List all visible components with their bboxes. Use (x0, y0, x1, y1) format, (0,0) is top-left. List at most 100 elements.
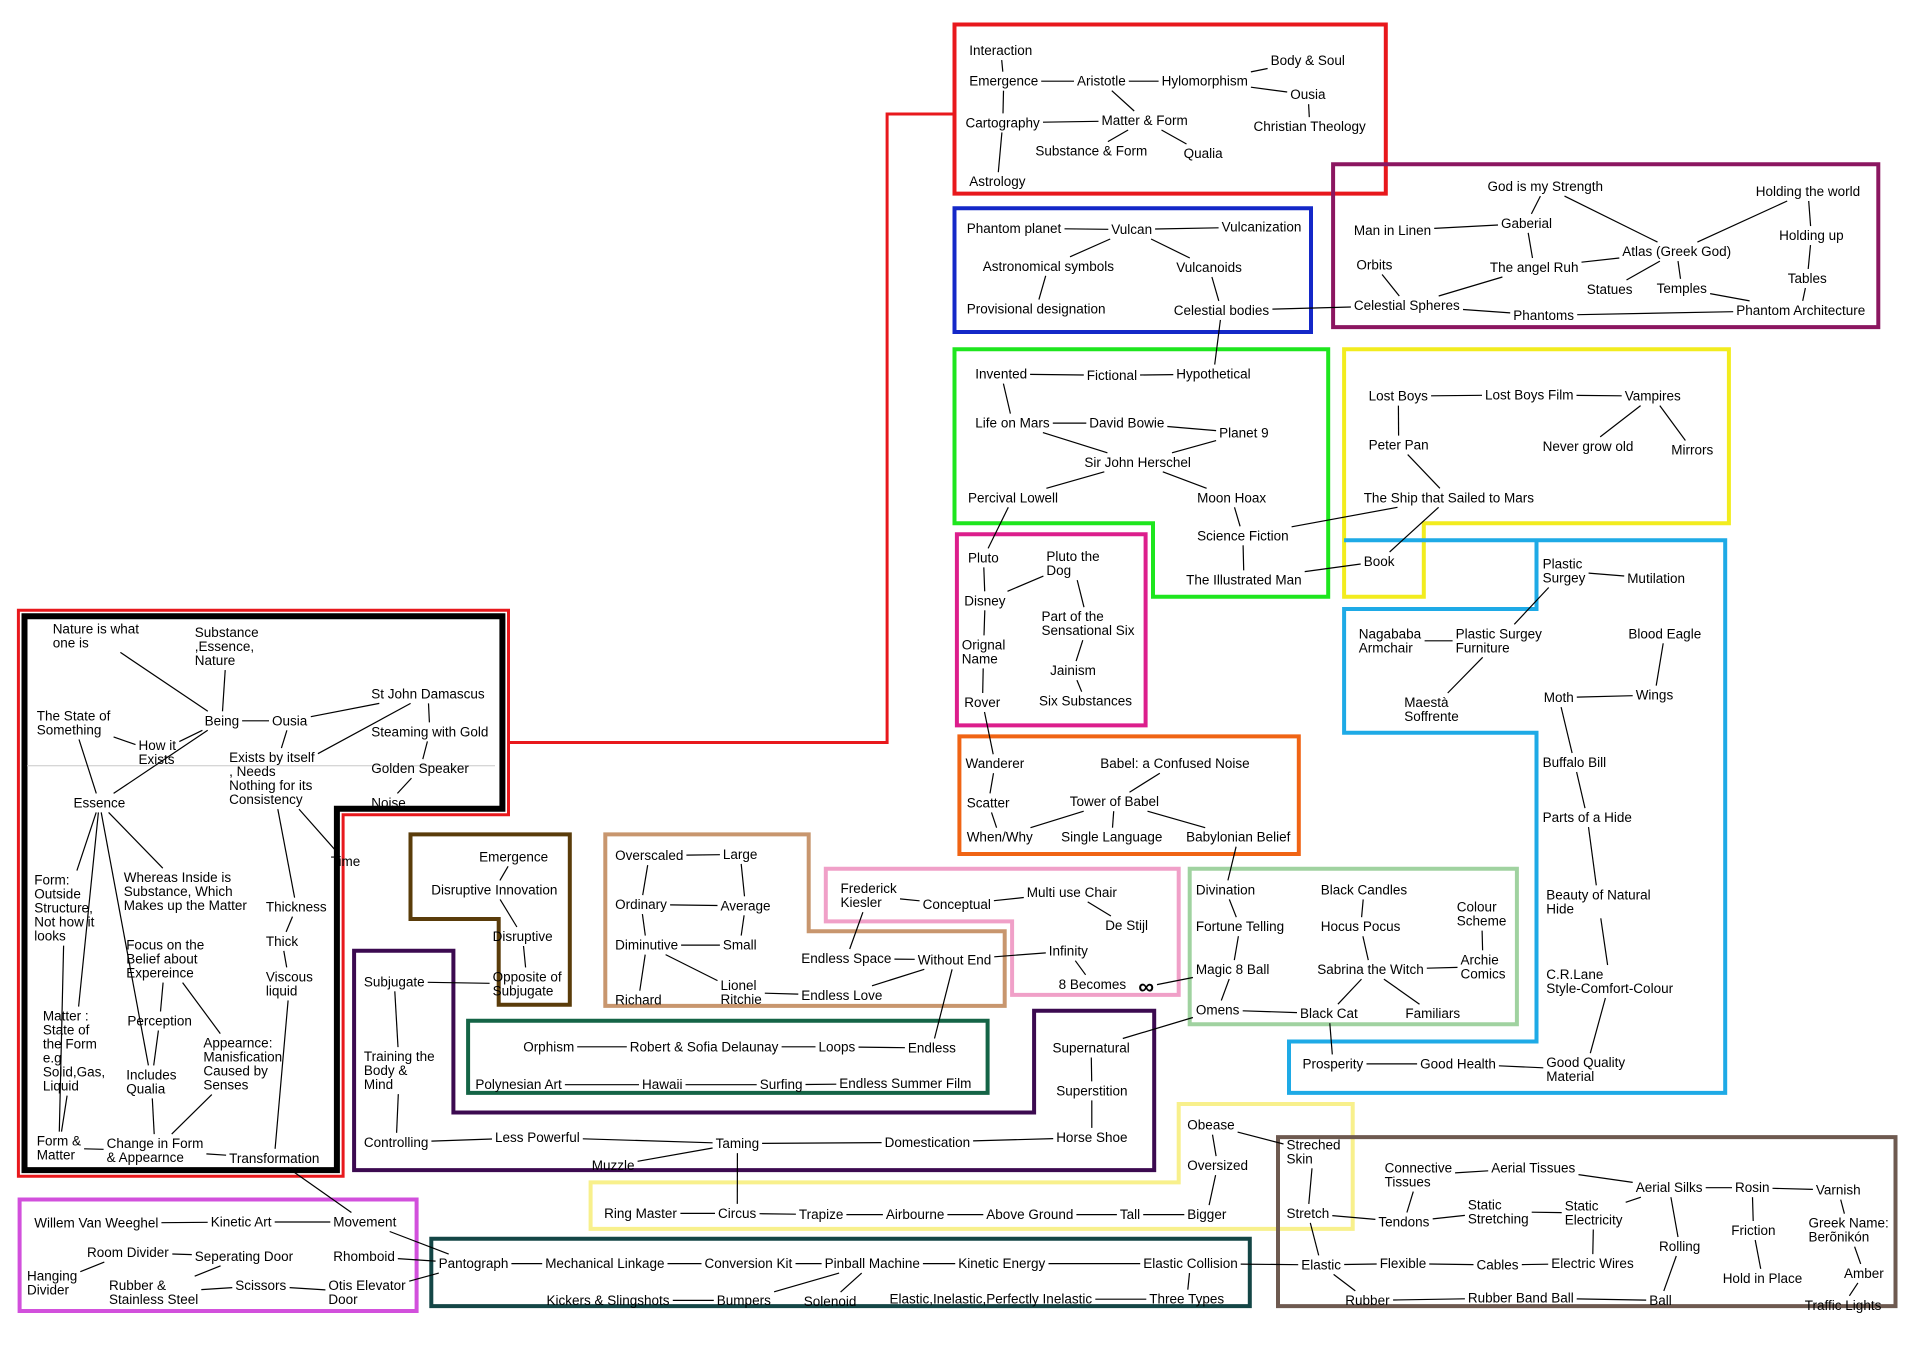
node-line: Exists (139, 752, 175, 767)
node-line: God is my Strength (1488, 179, 1604, 194)
node-rover: Rover (964, 695, 1001, 710)
node-line: ,Essence, (195, 639, 254, 654)
node-line: Diminutive (615, 938, 678, 953)
edge-david-bowie-to-planet-9 (1167, 425, 1217, 432)
edge-taming-to-domestication (762, 1141, 882, 1145)
node-line: Taming (716, 1136, 760, 1151)
node-familiars: Familiars (1405, 1006, 1460, 1021)
node-line: Plastic (1543, 557, 1583, 572)
group-box-skyblue (1287, 538, 1728, 1095)
node-noise: Noise (371, 795, 406, 810)
node-vulcanoids: Vulcanoids (1176, 260, 1242, 275)
edge-greek-name-to-amber (1854, 1246, 1862, 1265)
edge-three-types-to-elastic-collision (1187, 1273, 1191, 1290)
edge-lost-boys-to-lost-boys-film (1431, 394, 1483, 397)
node-temples: Temples (1657, 281, 1708, 296)
node-line: Kiesler (841, 895, 883, 910)
edge-magic-8-to-infinity-symbol (1156, 976, 1194, 986)
edge-focus-belief-to-perception (159, 982, 164, 1012)
node-eight-becomes: 8 Becomes (1059, 977, 1127, 992)
node-supernatural: Supernatural (1053, 1041, 1130, 1056)
node-line: Substance, Which (124, 884, 233, 899)
node-line: Skin (1287, 1151, 1313, 1166)
node-christian-theology: Christian Theology (1254, 119, 1367, 134)
node-line: Rolling (1659, 1239, 1700, 1254)
node-diminutive: Diminutive (615, 938, 678, 953)
node-line: Airbourne (886, 1207, 945, 1222)
node-tendons: Tendons (1378, 1215, 1429, 1230)
node-line: Frederick (841, 881, 898, 896)
node-large: Large (723, 847, 758, 862)
edge-elastic-to-rubber (1333, 1273, 1356, 1292)
edge-scatter-to-when-why (990, 812, 998, 828)
node-fictional: Fictional (1087, 368, 1137, 383)
node-line: Surgey (1543, 571, 1586, 586)
node-obease: Obease (1187, 1118, 1234, 1133)
node-line: Archie (1461, 952, 1499, 967)
node-line: Scatter (967, 795, 1010, 810)
node-line: Bumpers (717, 1293, 771, 1308)
node-line: Emergence (969, 74, 1038, 89)
node-line: Black Cat (1300, 1006, 1358, 1021)
node-line: Richard (615, 993, 662, 1008)
node-orphism: Orphism (523, 1039, 574, 1054)
edge-part-six-to-jainism (1075, 640, 1084, 662)
edge-essence-to-includes-qualia (100, 812, 149, 1066)
node-rolling: Rolling (1659, 1239, 1700, 1254)
edge-atlas-to-holding-world (1697, 200, 1788, 243)
edge-fortune-telling-to-magic-8 (1233, 936, 1239, 961)
node-line: Vulcanization (1222, 220, 1302, 235)
edge-essence-to-matter-state (78, 812, 99, 1007)
edge-cartography-to-astrology (997, 132, 1003, 173)
node-line: Ball (1649, 1293, 1672, 1308)
node-line: Six Substances (1039, 694, 1132, 709)
node-line: Manisfication (203, 1050, 282, 1065)
node-never-grow-old: Never grow old (1543, 439, 1634, 454)
node-cables: Cables (1477, 1257, 1519, 1272)
node-line: Mirrors (1671, 443, 1713, 458)
node-magic-8: Magic 8 Ball (1196, 962, 1270, 977)
node-line: Vulcanoids (1176, 260, 1242, 275)
node-room-divider: Room Divider (87, 1245, 169, 1260)
node-line: Conceptual (923, 897, 991, 912)
edge-science-fiction-to-ship-mars (1291, 506, 1398, 528)
edge-gaberial-to-man-linen (1434, 224, 1499, 229)
node-line: Mechanical Linkage (545, 1256, 664, 1271)
node-rosin: Rosin (1735, 1180, 1770, 1195)
node-line: Hypothetical (1176, 367, 1250, 382)
node-line: Style-Comfort-Colour (1546, 981, 1673, 996)
group-box-lightgreen (1187, 866, 1519, 1027)
node-line: Life on Mars (975, 416, 1050, 431)
edge-essence-to-form-outside (76, 812, 97, 871)
node-tower-babel: Tower of Babel (1070, 794, 1159, 809)
edge-endless-love-to-without-end (871, 968, 925, 987)
edge-disruptive-to-opposite-subjugate (522, 945, 527, 968)
edge-domestication-to-horse-shoe (973, 1138, 1054, 1142)
node-thick: Thick (266, 934, 299, 949)
node-change-form: Change in Form& Appearnce (107, 1136, 204, 1165)
node-line: Ritchie (721, 992, 762, 1007)
edge-holding-up-to-tables (1807, 245, 1812, 270)
node-infinity-symbol: ∞ (1138, 974, 1154, 999)
node-line: Belief about (126, 952, 198, 967)
node-greek-name: Greek Name:Berõnikón (1809, 1216, 1889, 1245)
edge-hylomorphism-to-body-soul (1250, 67, 1268, 73)
edge-astronomical-symbols-to-provisional-designation (1038, 275, 1047, 300)
edge-orignal-name-to-rover (982, 668, 984, 694)
node-line: The State of (37, 708, 111, 723)
node-line: Less Powerful (495, 1130, 580, 1145)
node-invented: Invented (975, 367, 1027, 382)
edge-transformation-to-movement (287, 1167, 352, 1213)
node-line: Provisional designation (967, 302, 1106, 317)
node-polynesian: Polynesian Art (475, 1077, 562, 1092)
node-pantograph: Pantograph (439, 1256, 509, 1271)
node-line: looks (34, 929, 66, 944)
group-box-red-main (16, 608, 510, 1178)
node-astrology: Astrology (969, 174, 1026, 189)
node-line: Divination (1196, 882, 1255, 897)
node-illustrated-man: The Illustrated Man (1186, 572, 1302, 587)
